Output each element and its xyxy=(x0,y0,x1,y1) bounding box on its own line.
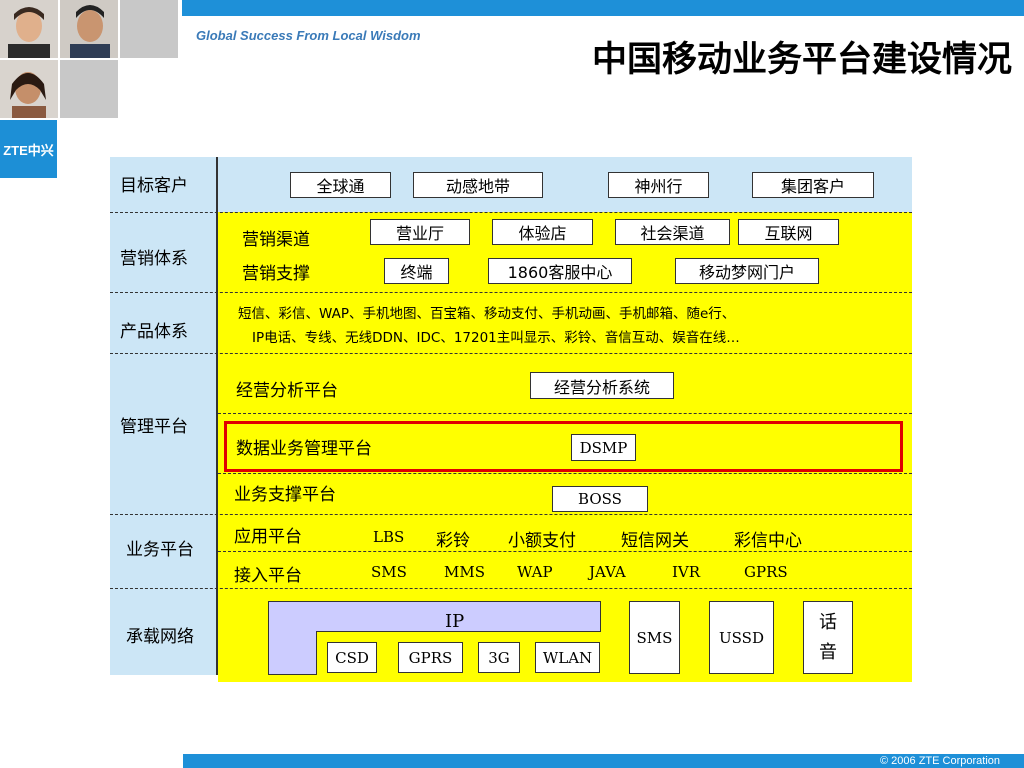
access-item: IVR xyxy=(672,563,701,581)
analysis-system-box: 经营分析系统 xyxy=(530,372,674,399)
app-item: LBS xyxy=(373,528,405,546)
separator xyxy=(110,514,912,515)
boss-box: BOSS xyxy=(552,486,648,512)
channel-box: 社会渠道 xyxy=(615,219,730,245)
row-label-service: 业务平台 xyxy=(126,540,194,560)
target-box: 动感地带 xyxy=(413,172,543,198)
access-item: GPRS xyxy=(744,563,788,581)
product-line-2: IP电话、专线、无线DDN、IDC、17201主叫显示、彩铃、音信互动、娱音在线… xyxy=(252,330,740,346)
target-box: 集团客户 xyxy=(752,172,874,198)
support-platform-label: 业务支撑平台 xyxy=(234,485,336,505)
ip-sub-box: 3G xyxy=(478,642,520,673)
separator xyxy=(218,551,912,552)
ip-sub-box: CSD xyxy=(327,642,377,673)
column-divider xyxy=(216,157,218,675)
marketing-support-label: 营销支撑 xyxy=(242,264,310,284)
dsmp-box: DSMP xyxy=(571,434,636,461)
gray-square-2 xyxy=(60,60,118,118)
sms-network-box: SMS xyxy=(629,601,680,674)
marketing-channel-label: 营销渠道 xyxy=(242,230,310,250)
dsmp-highlight-frame xyxy=(224,421,903,472)
separator xyxy=(110,212,912,213)
access-item: MMS xyxy=(444,563,485,581)
support-box: 1860客服中心 xyxy=(488,258,632,284)
app-platform-label: 应用平台 xyxy=(234,527,302,547)
tagline: Global Success From Local Wisdom xyxy=(196,28,421,43)
separator xyxy=(110,588,912,589)
access-item: WAP xyxy=(517,563,553,581)
app-item: 彩铃 xyxy=(436,531,470,551)
voice-network-box: 话 音 xyxy=(803,601,853,674)
zte-logo: ZTE中兴 xyxy=(0,120,57,178)
access-item: SMS xyxy=(371,563,407,581)
target-box: 神州行 xyxy=(608,172,709,198)
ussd-network-box: USSD xyxy=(709,601,774,674)
data-platform-label: 数据业务管理平台 xyxy=(236,439,372,459)
row-label-management: 管理平台 xyxy=(120,417,188,437)
voice-char: 音 xyxy=(819,641,837,663)
voice-char: 话 xyxy=(819,611,837,633)
channel-box: 营业厅 xyxy=(370,219,470,245)
analysis-platform-label: 经营分析平台 xyxy=(236,381,338,401)
target-box: 全球通 xyxy=(290,172,391,198)
page-title: 中国移动业务平台建设情况 xyxy=(591,39,1012,80)
separator xyxy=(218,413,912,414)
copyright: © 2006 ZTE Corporation xyxy=(880,755,1000,767)
person-photo-3 xyxy=(0,60,58,118)
app-item: 短信网关 xyxy=(621,531,689,551)
support-box: 移动梦网门户 xyxy=(675,258,819,284)
channel-box: 体验店 xyxy=(492,219,593,245)
ip-sub-box: WLAN xyxy=(535,642,600,673)
support-box: 终端 xyxy=(384,258,449,284)
gray-square xyxy=(120,0,178,58)
top-bar xyxy=(182,0,1024,16)
person-photo-1 xyxy=(0,0,58,58)
bottom-bar xyxy=(183,754,1024,768)
separator xyxy=(110,292,912,293)
channel-box: 互联网 xyxy=(738,219,839,245)
app-item: 彩信中心 xyxy=(734,531,802,551)
product-line-1: 短信、彩信、WAP、手机地图、百宝箱、移动支付、手机动画、手机邮箱、随e行、 xyxy=(238,306,736,322)
ip-network-shape xyxy=(268,601,601,675)
separator xyxy=(218,473,912,474)
app-item: 小额支付 xyxy=(508,531,576,551)
row-label-marketing: 营销体系 xyxy=(120,249,188,269)
ip-label: IP xyxy=(445,611,465,632)
row-label-target: 目标客户 xyxy=(120,176,188,196)
row-label-network: 承载网络 xyxy=(126,627,194,647)
ip-sub-box: GPRS xyxy=(398,642,463,673)
row-label-product: 产品体系 xyxy=(120,322,188,342)
access-item: JAVA xyxy=(589,563,626,581)
access-platform-label: 接入平台 xyxy=(234,566,302,586)
person-photo-2 xyxy=(60,0,118,58)
separator xyxy=(110,353,912,354)
